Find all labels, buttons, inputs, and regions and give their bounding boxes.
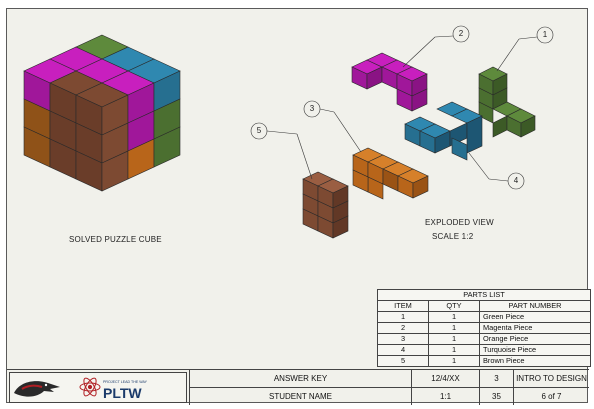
balloon-2 <box>452 25 470 43</box>
table-row: 3 1 Orange Piece <box>377 333 591 345</box>
balloon-leaders <box>250 25 554 190</box>
cell-item: 4 <box>377 344 429 356</box>
course-cell: INTRO TO DESIGN <box>513 370 589 387</box>
header-item: ITEM <box>377 300 429 312</box>
balloon-number-3: 3 <box>309 104 315 113</box>
title-cell: ANSWER KEY <box>189 370 411 387</box>
balloon-number-4: 4 <box>513 176 519 185</box>
date-value: 12/4/XX <box>431 374 460 383</box>
sheet-value: 6 of 7 <box>541 392 562 401</box>
balloon-number-1: 1 <box>542 30 548 39</box>
balloon-1 <box>536 26 554 44</box>
cell-item: 1 <box>377 311 429 323</box>
drawn-by-cell: STUDENT NAME <box>189 388 411 405</box>
number-cell: 35 <box>479 388 513 405</box>
cell-part: Green Piece <box>479 311 591 323</box>
logo-wordmark: PLTW <box>103 385 142 401</box>
logo-tagline: PROJECT LEAD THE WAY <box>103 380 148 384</box>
cell-item: 5 <box>377 355 429 367</box>
logo-graphic: PROJECT LEAD THE WAY PLTW <box>14 377 148 401</box>
eagle-logo-icon <box>14 381 60 397</box>
title-block-divider <box>189 387 589 388</box>
period-cell: 3 <box>479 370 513 387</box>
sheet-cell: 6 of 7 <box>513 388 589 405</box>
logo-area: PROJECT LEAD THE WAY PLTW <box>9 372 187 403</box>
cell-qty: 1 <box>428 355 480 367</box>
title-block: PROJECT LEAD THE WAY PLTW ANSWER KEY 12/… <box>7 369 589 405</box>
cell-qty: 1 <box>428 344 480 356</box>
drawn-by-value: STUDENT NAME <box>269 392 332 401</box>
parts-list-title: PARTS LIST <box>377 289 591 301</box>
balloon-number-5: 5 <box>256 126 262 135</box>
scale-cell: 1:1 <box>411 388 479 405</box>
header-part-number: PART NUMBER <box>479 300 591 312</box>
balloon-number-2: 2 <box>458 29 464 38</box>
magenta-piece <box>351 52 428 112</box>
orange-piece <box>352 147 429 200</box>
scale-value: 1:1 <box>439 392 452 401</box>
solved-cube-label: SOLVED PUZZLE CUBE <box>69 235 162 244</box>
drawing-artwork <box>23 25 554 239</box>
period-value: 3 <box>494 374 499 383</box>
table-row: 4 1 Turquoise Piece <box>377 344 591 356</box>
scale-label: SCALE 1:2 <box>432 232 474 241</box>
table-row: 2 1 Magenta Piece <box>377 322 591 334</box>
table-row: 1 1 Green Piece <box>377 311 591 323</box>
drawing-title: ANSWER KEY <box>273 374 328 383</box>
course-value: INTRO TO DESIGN <box>516 374 587 383</box>
cell-part: Magenta Piece <box>479 322 591 334</box>
cell-item: 3 <box>377 333 429 345</box>
cell-part: Brown Piece <box>479 355 591 367</box>
table-row: 5 1 Brown Piece <box>377 355 591 367</box>
cell-part: Turquoise Piece <box>479 344 591 356</box>
header-qty: QTY <box>428 300 480 312</box>
cell-qty: 1 <box>428 311 480 323</box>
cell-qty: 1 <box>428 333 480 345</box>
cell-part: Orange Piece <box>479 333 591 345</box>
date-cell: 12/4/XX <box>411 370 479 387</box>
drawing-sheet: 1 2 3 4 5 SOLVED PUZZLE CUBE EXPLODED VI… <box>6 8 591 405</box>
number-value: 35 <box>492 392 501 401</box>
exploded-view-label: EXPLODED VIEW <box>425 218 494 227</box>
parts-list-table: PARTS LIST ITEM QTY PART NUMBER 1 1 Gree… <box>377 289 591 367</box>
atom-icon <box>79 377 101 397</box>
green-piece <box>478 66 536 138</box>
turquoise-piece <box>404 101 483 161</box>
solved-puzzle-cube <box>23 34 181 192</box>
brown-piece <box>302 171 349 239</box>
cell-qty: 1 <box>428 322 480 334</box>
cell-item: 2 <box>377 322 429 334</box>
